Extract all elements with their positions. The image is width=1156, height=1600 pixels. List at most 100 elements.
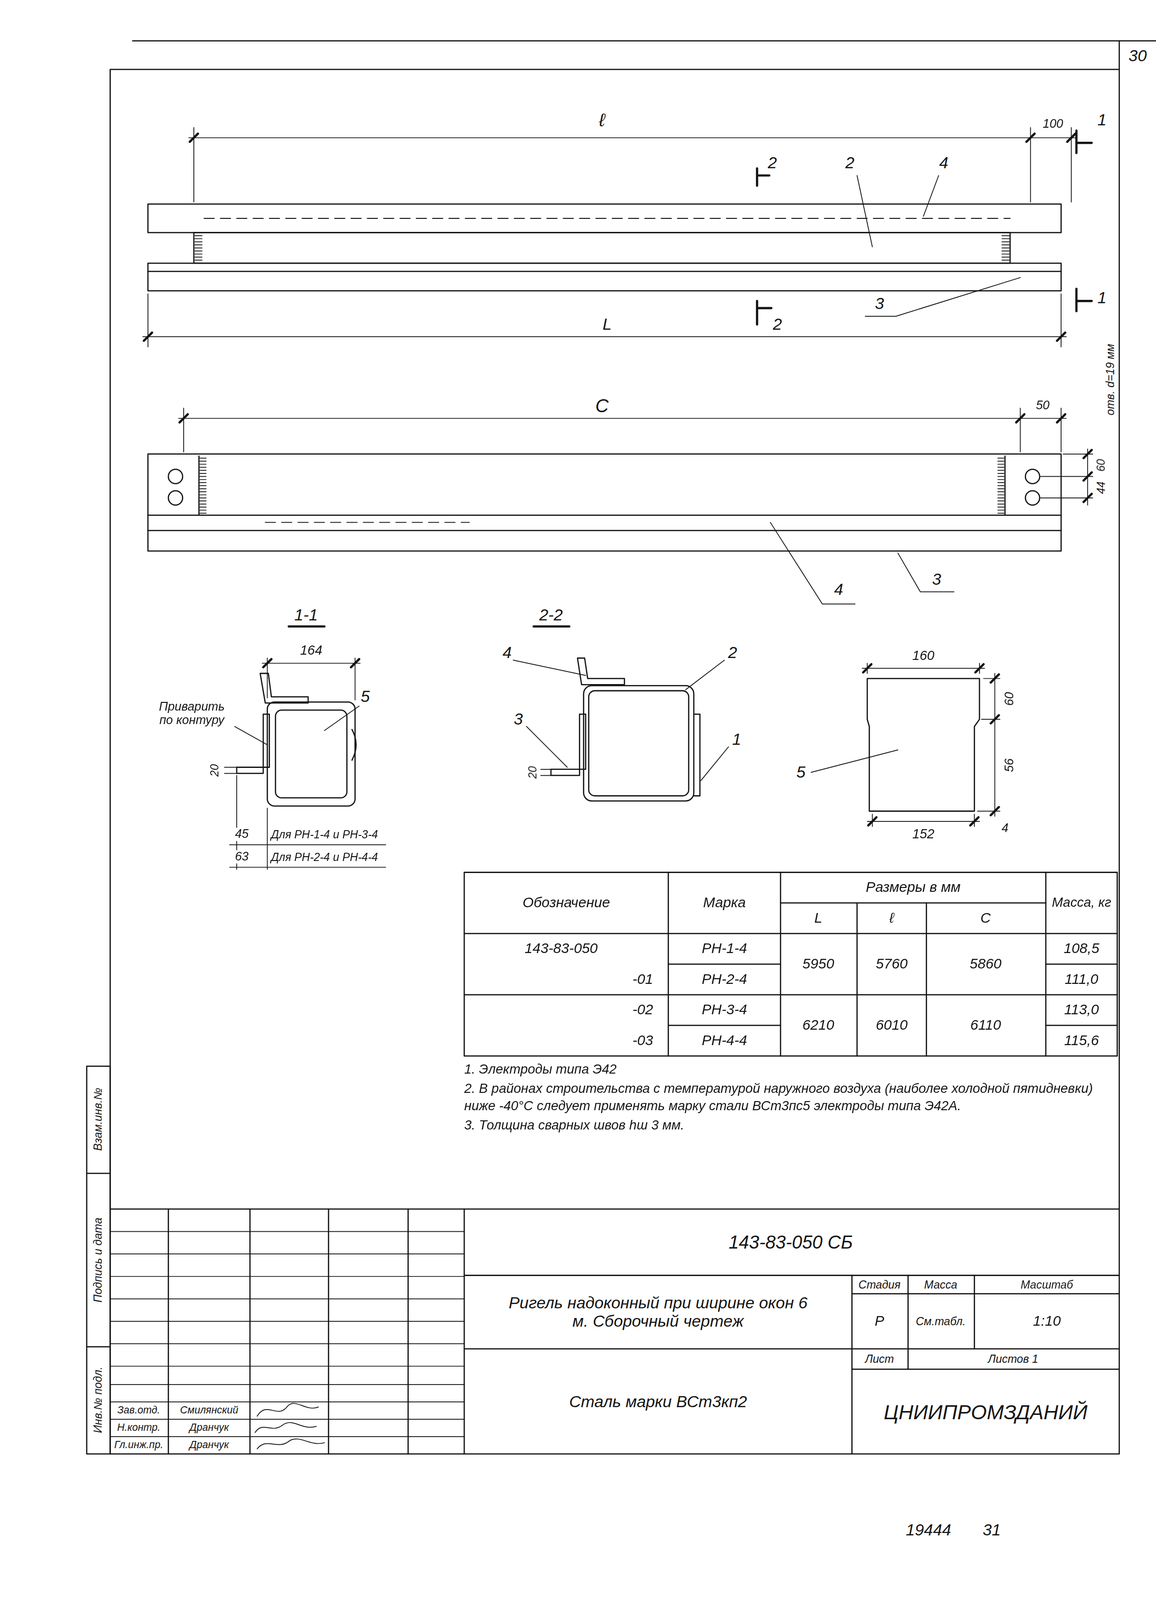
section-2-2: [513, 626, 729, 802]
table-header: Размеры в мм: [864, 879, 962, 896]
dimension-label: 56: [1003, 757, 1017, 774]
table-header: Обозначение: [521, 895, 612, 912]
dimension-label: 50: [1035, 399, 1051, 413]
sheet-frame: [110, 69, 1120, 1454]
filler-block-5: [863, 664, 984, 673]
dimension-label: 20: [207, 763, 221, 778]
archive-number: 31: [981, 1521, 1002, 1540]
section-2-2: [693, 714, 700, 796]
plan-view: [168, 469, 183, 484]
filler-block-5: [811, 663, 1001, 827]
dimension-note: Для РН-2-4 и РН-4-4: [269, 850, 379, 864]
callout-number: 3: [512, 710, 525, 729]
section-1-1: [351, 729, 356, 760]
callout-number: 3: [873, 295, 886, 314]
plan-view: [1083, 449, 1092, 502]
section-mark: 1: [1096, 111, 1108, 130]
callout-number: 4: [501, 644, 513, 663]
role-name: Н.контр.: [116, 1421, 162, 1434]
elevation-view: [147, 270, 1062, 273]
filler-block-5: [811, 750, 899, 773]
table-cell: 5860: [968, 956, 1003, 973]
elevation-view: [1076, 130, 1092, 312]
dimension-label: 100: [1041, 117, 1065, 132]
elevation-view: [203, 217, 1010, 219]
table-header: L: [813, 910, 824, 927]
callout-number: 2: [726, 644, 739, 663]
table-cell: -03: [631, 1032, 655, 1049]
margin-field: Подпись и дата: [91, 1216, 105, 1304]
elevation-view: [194, 235, 1009, 261]
section-1-1: [224, 767, 237, 774]
dimension-label: 60: [1094, 457, 1108, 473]
elevation-view: [142, 294, 1066, 348]
dimension-label: 63: [233, 850, 250, 864]
notes-block: 1. Электроды типа Э422. В районах строит…: [464, 1061, 1118, 1137]
table-cell: 6110: [969, 1017, 1003, 1034]
filler-block-5: [990, 674, 999, 816]
title-block: [851, 1275, 975, 1454]
elevation-view: [189, 133, 1076, 142]
elevation-view: [193, 232, 1010, 264]
plan-view: [1040, 448, 1093, 505]
table-header: ℓ: [888, 910, 896, 927]
section-1-1: [224, 626, 386, 870]
plan-view: [1025, 469, 1040, 484]
margin-field: Инв.№ подл.: [91, 1365, 105, 1435]
plan-view: [147, 514, 1062, 517]
section-2-2: [588, 690, 689, 796]
section-1-1: [263, 658, 360, 668]
drawing-note: 1. Электроды типа Э42: [464, 1061, 1118, 1078]
table-cell: РН-3-4: [700, 1002, 749, 1019]
table-cell: 143-83-050: [523, 940, 599, 957]
title-cell: Р: [873, 1313, 886, 1330]
elevation-view: [193, 127, 1072, 203]
title-block: [255, 1422, 317, 1433]
plan-view: [178, 408, 1066, 453]
dimension-label: 152: [911, 827, 936, 843]
callout-number: 4: [938, 154, 950, 173]
section-1-1: [229, 775, 386, 870]
title-block: [110, 1208, 1120, 1210]
filler-block-5: [867, 814, 980, 827]
page-number: 30: [1127, 46, 1148, 66]
section-1-1: [262, 658, 361, 700]
table-cell: 5950: [801, 956, 835, 973]
person-name: Смилянский: [178, 1404, 240, 1416]
plan-view: [265, 522, 470, 524]
dimension-label: 20: [526, 765, 539, 780]
dimension-label: C: [594, 395, 610, 417]
sheet-frame: [86, 40, 1156, 1454]
plan-view: [147, 454, 1062, 552]
document-code: 143-83-050 СБ: [727, 1232, 854, 1254]
callout-number: 5: [359, 687, 371, 707]
plan-view: [147, 408, 1093, 605]
role-name: Гл.инж.пр.: [113, 1438, 165, 1451]
sheet-frame: [86, 1346, 111, 1348]
table-cell: 6010: [874, 1017, 909, 1034]
table-cell: РН-2-4: [700, 971, 749, 988]
table-cell: -02: [631, 1002, 655, 1019]
person-name: Дранчук: [188, 1438, 230, 1451]
callout-number: 1: [731, 730, 743, 750]
title-block: [256, 1438, 325, 1450]
section-2-2: [583, 685, 695, 801]
title-cell: Масса: [923, 1278, 959, 1291]
filler-block-5: [867, 678, 980, 811]
title-cell: Стадия: [857, 1278, 902, 1291]
section-mark: 2: [771, 315, 783, 334]
plan-view: [198, 456, 200, 516]
section-1-1: [288, 625, 325, 628]
table-header: Марка: [701, 895, 747, 912]
filler-block-5: [861, 663, 985, 674]
elevation-view: [857, 175, 1021, 317]
plan-view: [770, 522, 955, 605]
table-cell: РН-1-4: [700, 940, 749, 957]
drawing-note: 3. Толщина сварных швов hш 3 мм.: [464, 1116, 1118, 1134]
section-1-1: [260, 673, 309, 703]
sheet-frame: [132, 40, 1156, 42]
elevation-view: [756, 168, 772, 325]
dimension-label: ℓ: [597, 109, 606, 131]
callout-number: 5: [795, 763, 807, 782]
spec-table: [464, 902, 1118, 995]
